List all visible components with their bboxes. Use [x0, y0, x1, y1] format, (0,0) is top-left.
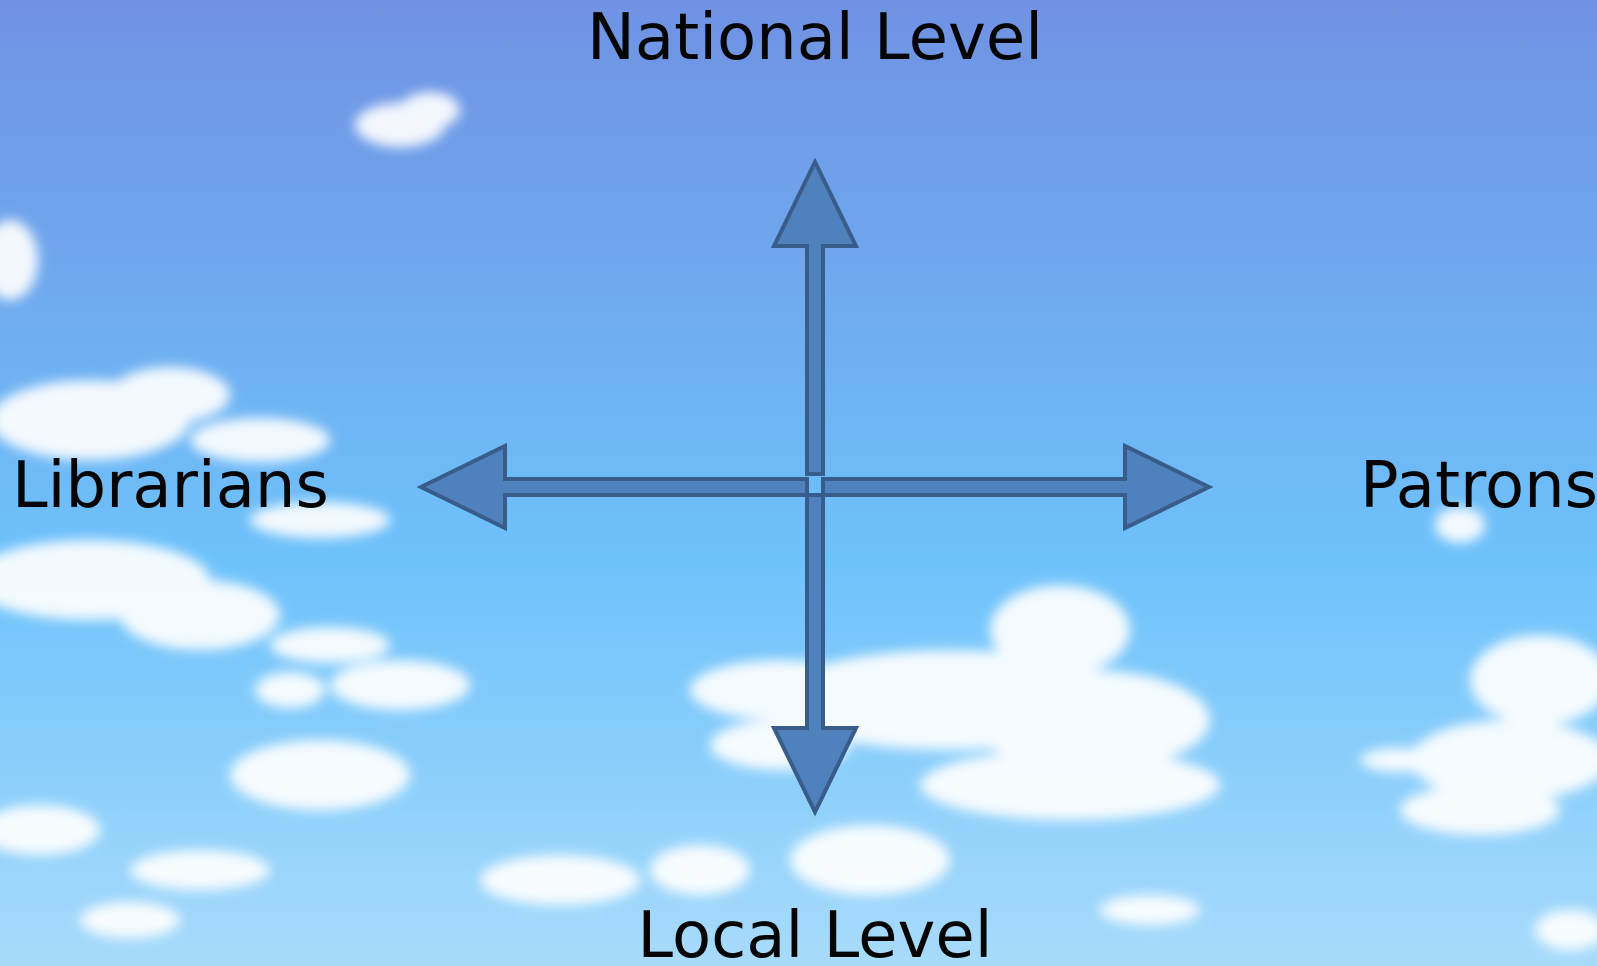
- arrow-left-icon: [421, 446, 807, 528]
- national-level-label: National Level: [0, 6, 1597, 70]
- arrow-right-icon: [823, 446, 1209, 528]
- librarians-label: Librarians: [12, 454, 329, 518]
- arrow-down-icon: [774, 495, 856, 812]
- arrow-up-icon: [774, 162, 856, 474]
- patrons-label: Patrons: [1360, 454, 1597, 518]
- local-level-label: Local Level: [0, 904, 1597, 966]
